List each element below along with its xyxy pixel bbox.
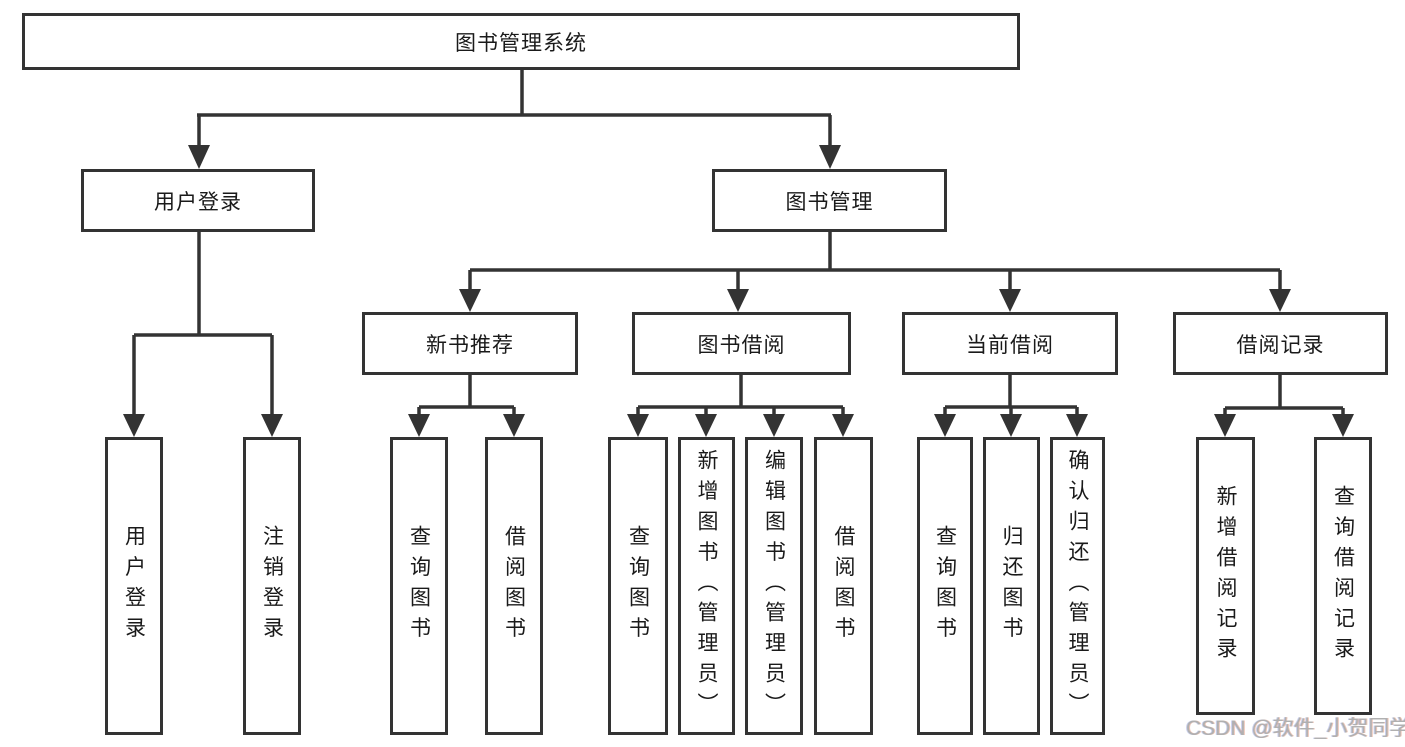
leaf-borrow-books-label: 借阅图书 [832, 525, 855, 647]
node-root: 图书管理系统 [22, 13, 1020, 70]
node-new-book-recommend: 新书推荐 [362, 312, 578, 375]
leaf-edit-book-admin: 编辑图书（管理员） [745, 437, 803, 735]
leaf-query-books-recommend-label: 查询图书 [407, 525, 431, 647]
leaf-add-book-admin-label: 新增图书（管理员） [695, 448, 718, 724]
node-root-label: 图书管理系统 [455, 31, 587, 55]
leaf-confirm-return-admin-label: 确认归还（管理员） [1066, 448, 1089, 724]
leaf-add-borrow-record-label: 新增借阅记录 [1214, 484, 1237, 668]
leaf-add-book-admin: 新增图书（管理员） [678, 437, 735, 735]
node-book-borrow-label: 图书借阅 [697, 333, 786, 357]
node-new-book-recommend-label: 新书推荐 [426, 333, 514, 357]
leaf-query-books-current-label: 查询图书 [933, 525, 957, 647]
node-book-management: 图书管理 [712, 169, 947, 232]
node-borrow-records-label: 借阅记录 [1236, 333, 1325, 357]
leaf-logout-label: 注销登录 [260, 525, 284, 647]
leaf-query-books-borrow-label: 查询图书 [626, 525, 650, 647]
node-user-login-label: 用户登录 [154, 190, 242, 214]
node-current-borrow-label: 当前借阅 [966, 333, 1054, 357]
leaf-user-login-label: 用户登录 [122, 525, 146, 647]
leaf-query-books-current: 查询图书 [917, 437, 973, 735]
csdn-watermark: CSDN @软件_小贺同学 [1186, 717, 1405, 740]
leaf-confirm-return-admin: 确认归还（管理员） [1050, 437, 1105, 735]
leaf-return-books-label: 归还图书 [1000, 525, 1023, 647]
leaf-query-borrow-record-label: 查询借阅记录 [1331, 484, 1355, 668]
leaf-borrow-books-recommend-label: 借阅图书 [502, 525, 526, 647]
node-user-login: 用户登录 [81, 169, 315, 232]
leaf-query-books-recommend: 查询图书 [390, 437, 448, 735]
leaf-return-books: 归还图书 [983, 437, 1040, 735]
leaf-user-login: 用户登录 [105, 437, 163, 735]
node-book-borrow: 图书借阅 [632, 312, 851, 375]
node-borrow-records: 借阅记录 [1173, 312, 1388, 375]
leaf-query-borrow-record: 查询借阅记录 [1314, 437, 1372, 715]
node-current-borrow: 当前借阅 [902, 312, 1118, 375]
node-book-management-label: 图书管理 [785, 190, 874, 214]
leaf-edit-book-admin-label: 编辑图书（管理员） [762, 448, 786, 724]
leaf-borrow-books: 借阅图书 [814, 437, 873, 735]
leaf-logout: 注销登录 [243, 437, 301, 735]
leaf-add-borrow-record: 新增借阅记录 [1196, 437, 1255, 715]
leaf-borrow-books-recommend: 借阅图书 [485, 437, 543, 735]
leaf-query-books-borrow: 查询图书 [608, 437, 668, 735]
